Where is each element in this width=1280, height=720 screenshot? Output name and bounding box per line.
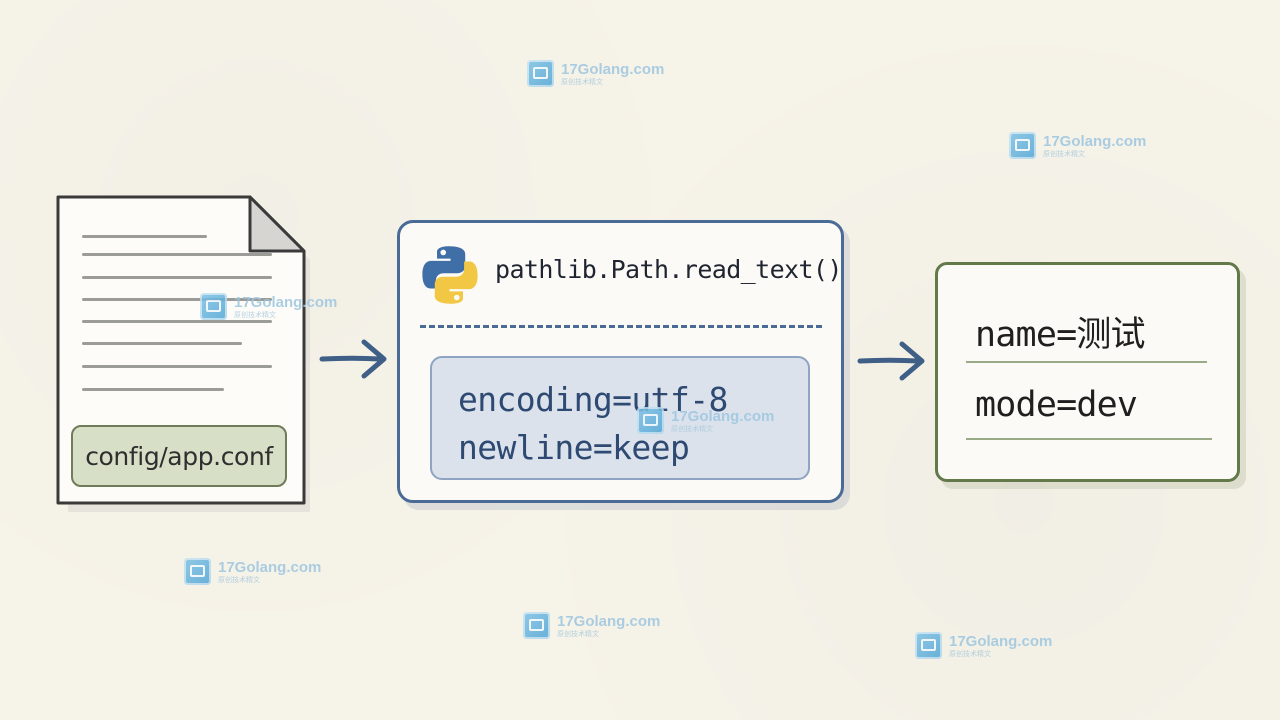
arrow-right-icon	[857, 341, 925, 381]
watermark-logo-icon	[523, 612, 550, 639]
document-text-line	[82, 365, 272, 368]
param-newline: newline=keep	[458, 428, 690, 467]
document-text-line	[82, 235, 207, 238]
param-encoding: encoding=utf-8	[458, 380, 728, 419]
result-box	[935, 262, 1240, 482]
document-text-line	[82, 253, 272, 256]
document-text-line	[82, 298, 272, 301]
document-text-line	[82, 276, 272, 279]
python-logo-icon	[422, 246, 478, 304]
result-line-name: name=测试	[975, 315, 1146, 355]
result-underline	[966, 438, 1212, 440]
watermark-logo-icon	[915, 632, 942, 659]
arrow-right-icon	[319, 339, 387, 379]
watermark-logo-icon	[200, 293, 227, 320]
watermark-logo-icon	[1009, 132, 1036, 159]
document-text-line	[82, 388, 224, 391]
watermark-logo-icon	[527, 60, 554, 87]
watermark-logo-icon	[184, 558, 211, 585]
result-underline	[966, 361, 1207, 363]
file-path-label: config/app.conf	[71, 425, 287, 487]
divider	[420, 325, 822, 328]
document-text-line	[82, 342, 242, 345]
result-line-mode: mode=dev	[975, 385, 1138, 425]
method-call-title: pathlib.Path.read_text()	[495, 255, 842, 284]
parameters-box: encoding=utf-8 newline=keep	[430, 356, 810, 480]
document-text-line	[82, 320, 272, 323]
watermark-logo-icon	[637, 407, 664, 434]
